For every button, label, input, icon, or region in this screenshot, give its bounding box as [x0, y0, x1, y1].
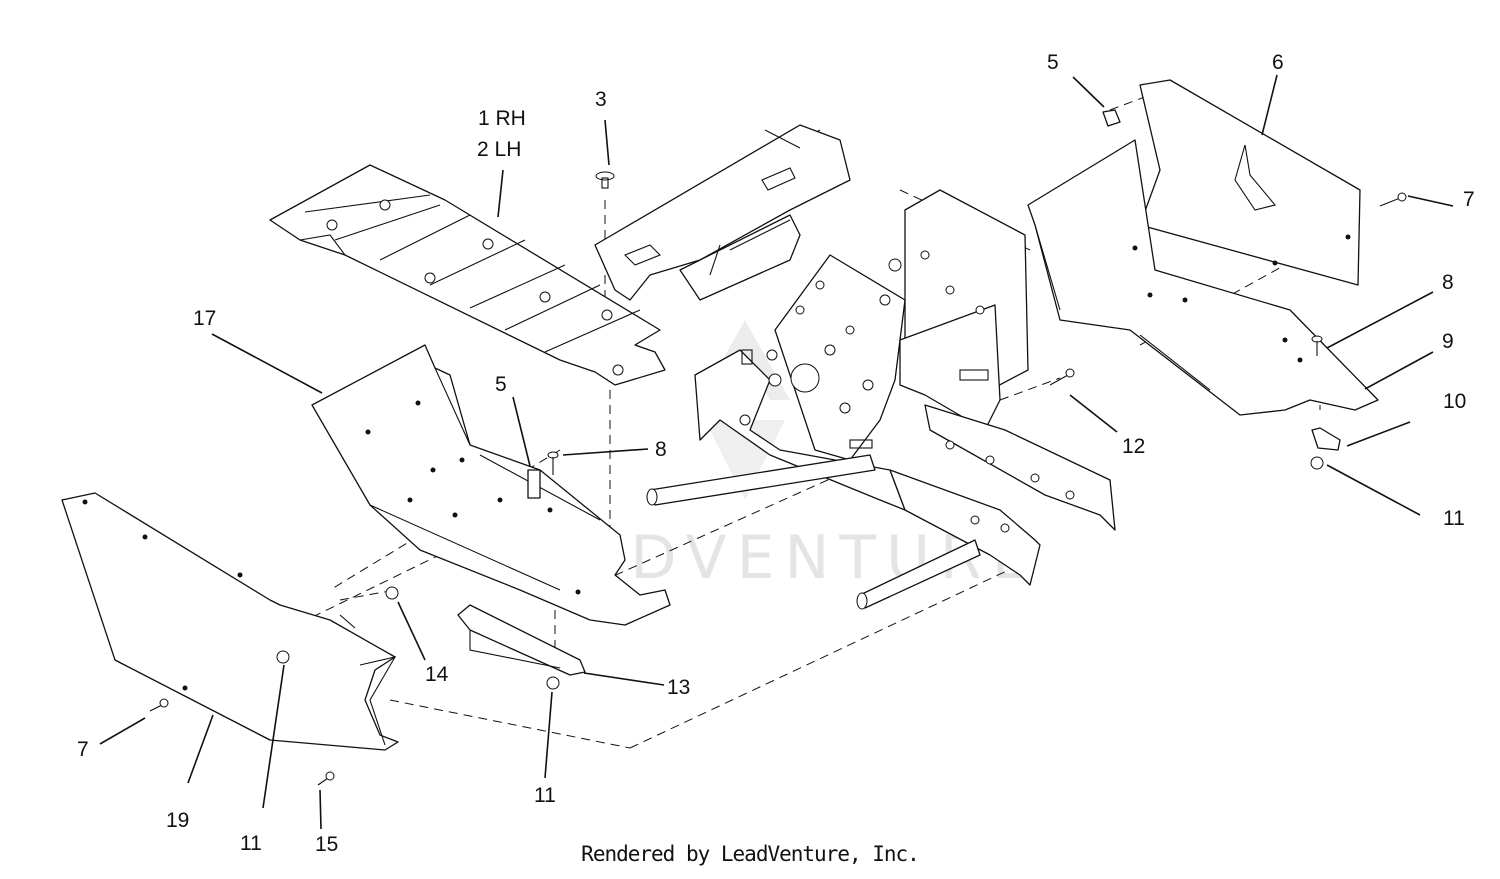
clip-part-5-upper	[1102, 109, 1121, 127]
callout-14: 14	[425, 663, 449, 686]
callout-8-left: 8	[655, 438, 667, 461]
callout-6: 6	[1272, 51, 1284, 74]
callout-13: 13	[667, 676, 690, 699]
callout-3: 3	[595, 88, 607, 111]
floor-pan-part-9	[1027, 139, 1379, 416]
callout-17: 17	[193, 307, 216, 330]
callout-labels: 1 RH 2 LH 3 5 6 7 8 9 10 11 12 17 5 8 14…	[77, 51, 1475, 856]
callout-5-upper: 5	[1047, 51, 1059, 74]
nut-part-11-middle	[546, 676, 560, 690]
callout-2-lh: 2 LH	[477, 138, 521, 161]
bracket-part-10	[1311, 427, 1341, 451]
running-board-part-1-2	[269, 164, 666, 386]
side-panel-part-17	[311, 344, 671, 626]
callout-7-upper: 7	[1463, 188, 1475, 211]
callout-12: 12	[1122, 435, 1145, 458]
bracket-part-13	[457, 604, 586, 676]
lower-panel-part-19	[61, 492, 399, 751]
callout-11-middle: 11	[534, 784, 556, 807]
callout-19: 19	[166, 809, 189, 832]
bolt-part-8-right	[1311, 335, 1323, 356]
callout-15: 15	[315, 833, 338, 856]
push-rivet-part-3	[595, 171, 615, 189]
screw-part-15	[317, 771, 335, 786]
callout-10: 10	[1443, 390, 1466, 413]
callout-9: 9	[1442, 330, 1454, 353]
callout-1-rh: 1 RH	[478, 107, 526, 130]
washer-part-14	[385, 586, 399, 600]
render-credit: Rendered by LeadVenture, Inc.	[581, 842, 920, 866]
callout-11-left: 11	[240, 832, 262, 855]
callout-7-lower: 7	[77, 738, 89, 761]
screw-part-7-upper	[1379, 192, 1407, 207]
leader-lines	[99, 74, 1454, 830]
screw-part-7-lower	[149, 698, 169, 712]
bolt-part-8-left	[547, 451, 559, 475]
callout-8-right: 8	[1442, 271, 1454, 294]
clip-part-5-lower	[527, 469, 541, 499]
main-frame	[594, 124, 1116, 610]
nut-part-11-left	[276, 650, 290, 664]
bolt-part-12	[1049, 368, 1075, 386]
hardware	[149, 109, 1407, 786]
callout-5-lower: 5	[495, 373, 507, 396]
callout-11-right: 11	[1443, 507, 1465, 530]
rear-cover-part-6	[1139, 79, 1361, 286]
nut-part-11-right	[1310, 456, 1324, 470]
